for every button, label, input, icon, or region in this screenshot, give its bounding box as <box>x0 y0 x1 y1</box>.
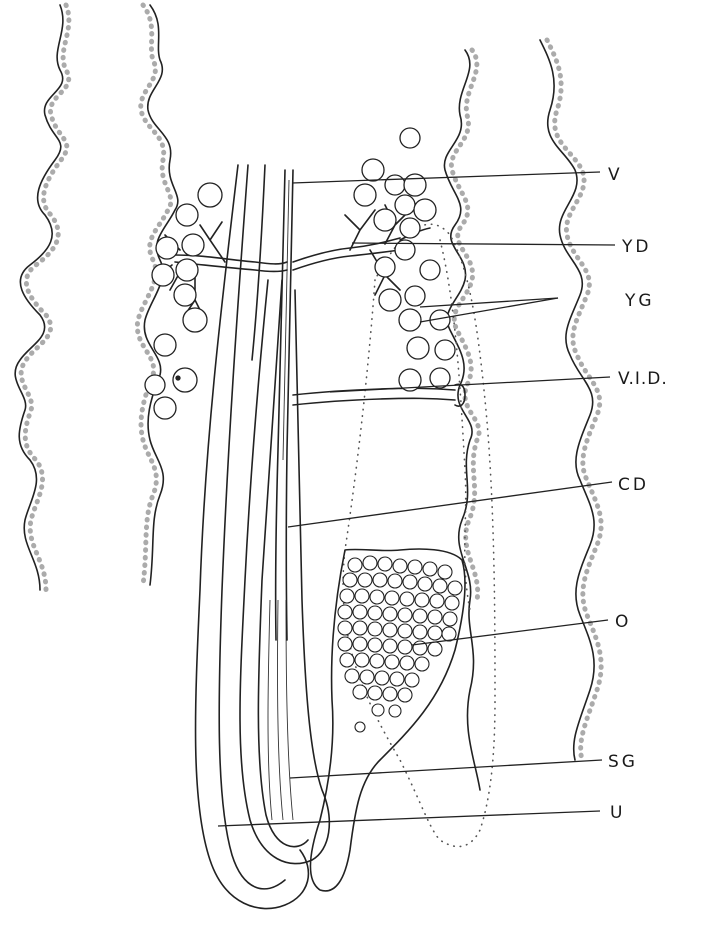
label-u: U <box>610 803 625 823</box>
ovary-eggs <box>338 556 462 732</box>
label-o: O <box>615 612 631 632</box>
right-gut-wall <box>444 40 601 790</box>
label-yd: YD <box>621 237 651 257</box>
yolk-glands <box>145 128 455 419</box>
label-sg: SG <box>608 752 638 772</box>
label-v: V <box>608 165 623 185</box>
label-cd: CD <box>618 475 649 495</box>
label-yg: YG <box>624 291 655 311</box>
common-duct <box>276 170 285 640</box>
left-gut-wall <box>15 5 178 590</box>
label-vid: V.I.D. <box>618 369 668 389</box>
